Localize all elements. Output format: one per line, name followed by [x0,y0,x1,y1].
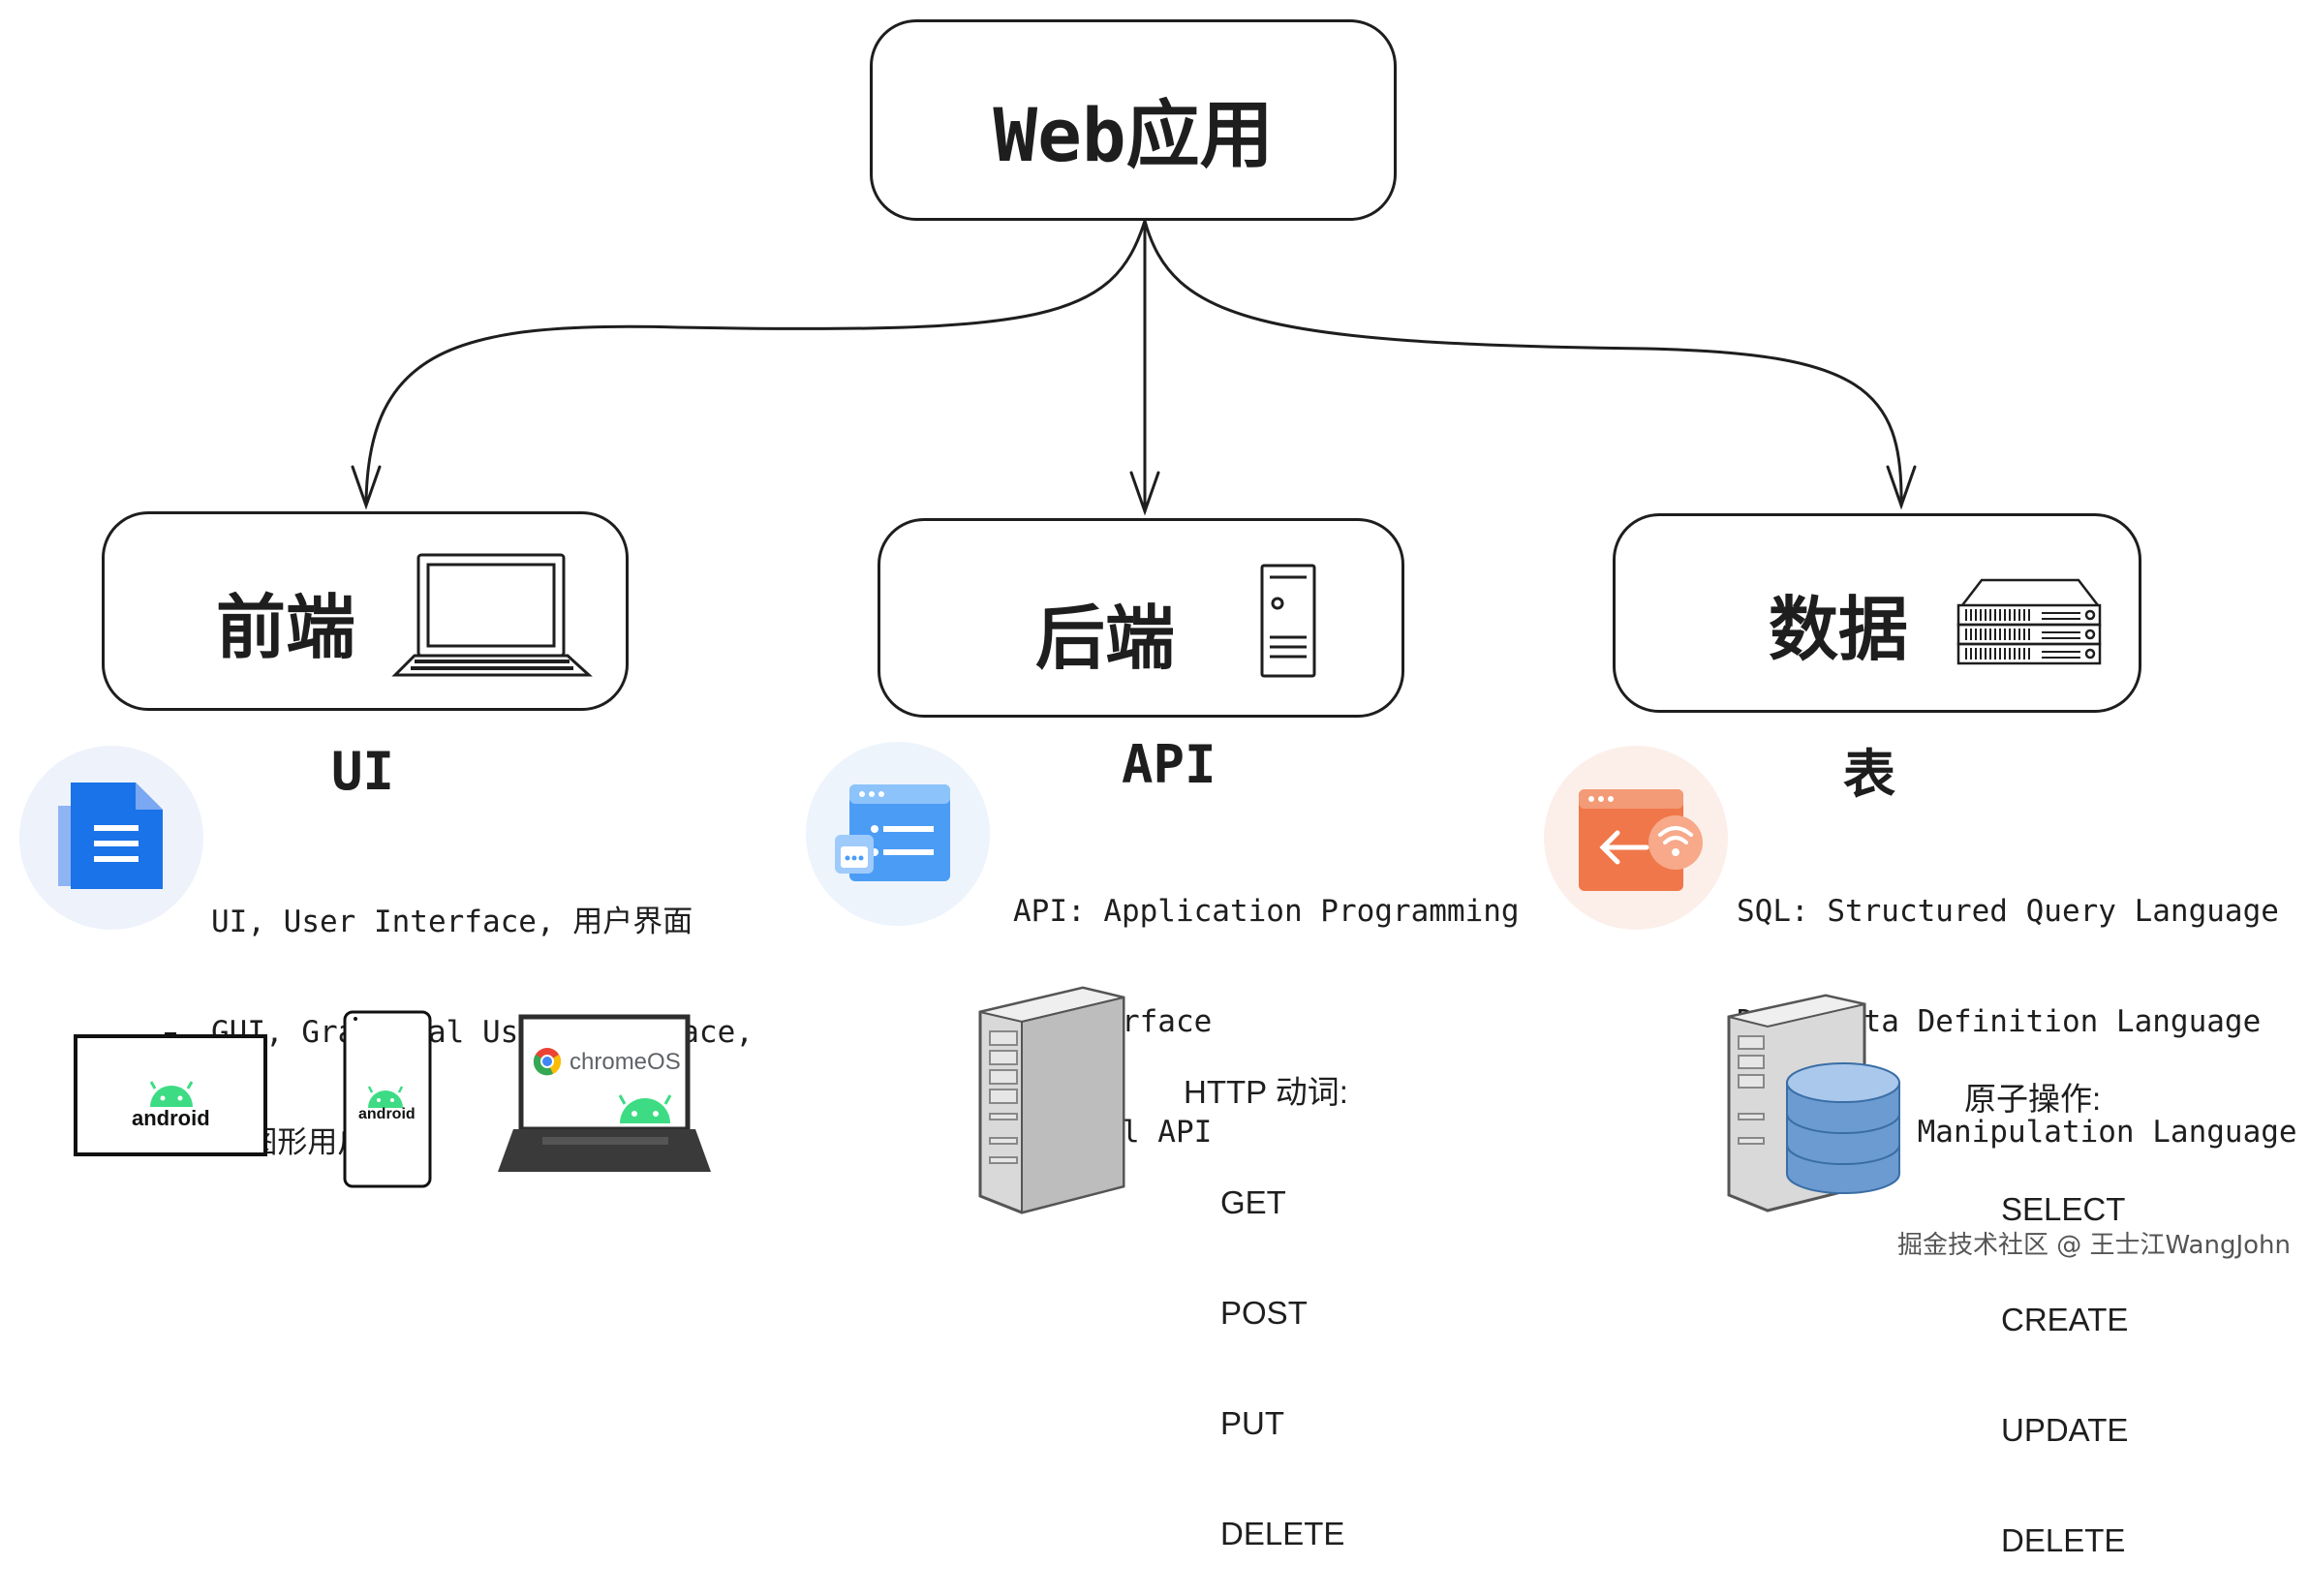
http-verb-item: GET [1220,1184,1286,1220]
atomic-operations: 原子操作: SELECT CREATE UPDATE DELETE [1964,1007,2128,1596]
backend-title: 后端 [1035,598,1176,679]
backend-desc-line: API: Application Programming [1013,894,1520,929]
data-window-icon [1579,789,1703,891]
backend-box: 后端 [878,518,1404,718]
arrow-to-frontend [364,219,1147,506]
http-verb-item: PUT [1220,1405,1284,1441]
frontend-box: 前端 [102,511,629,711]
data-title: 数据 [1769,589,1909,670]
atomic-ops-title: 原子操作: [1964,1081,2102,1117]
http-verbs-title: HTTP 动词: [1184,1074,1348,1110]
data-subtitle: 表 [1843,744,1895,805]
watermark: 掘金技术社区 @ 王士江WangJohn [1896,1231,2291,1260]
android-tablet-icon [74,1032,267,1156]
database-icon [1786,1062,1900,1194]
http-verbs: HTTP 动词: GET POST PUT DELETE [1184,1000,1348,1589]
http-verb-item: POST [1220,1295,1308,1331]
chromeos-label: chromeOS [570,1049,681,1075]
atomic-op-item: UPDATE [2001,1412,2129,1448]
atomic-op-item: CREATE [2001,1302,2129,1337]
arrow-to-data [1143,219,1903,507]
document-icon [58,783,163,889]
atomic-op-item: DELETE [2001,1522,2126,1558]
connector-arrows [351,219,1917,516]
http-verb-item: DELETE [1220,1516,1345,1551]
laptop-icon [391,553,593,677]
rack-server-icon [1956,578,2102,665]
data-desc-line: SQL: Structured Query Language [1737,894,2279,929]
api-window-icon [835,784,950,881]
root-box: Web应用 [870,19,1397,221]
data-box: 数据 [1613,513,2141,713]
root-title: Web应用 [993,92,1274,178]
server-tower-icon [1260,564,1316,678]
frontend-title: 前端 [216,587,356,668]
phone-android-label: android [358,1106,416,1122]
server-tower-illustration [978,986,1125,1214]
atomic-op-item: SELECT [2001,1191,2126,1227]
backend-subtitle: API [1122,734,1217,795]
android-phone-icon [343,1010,432,1188]
frontend-subtitle: UI [331,741,395,802]
chromebook-icon [498,1014,711,1172]
frontend-desc-line: UI, User Interface, 用户界面 [211,905,693,939]
database-server-illustration [1727,994,1900,1212]
tablet-android-label: android [132,1106,210,1130]
